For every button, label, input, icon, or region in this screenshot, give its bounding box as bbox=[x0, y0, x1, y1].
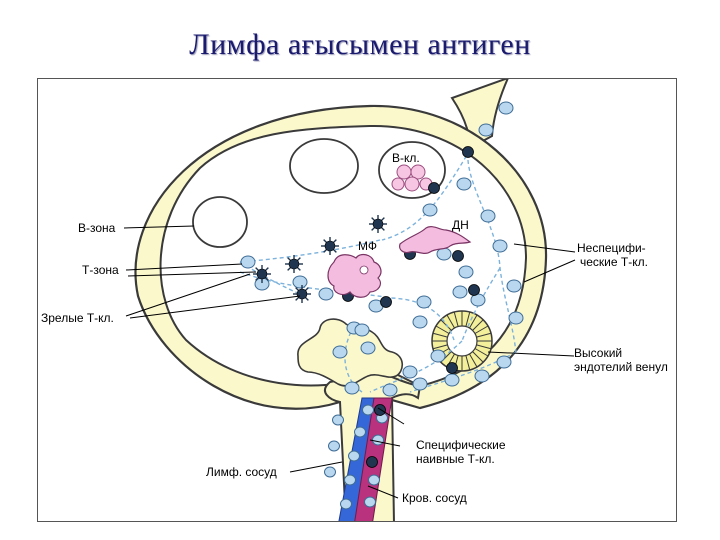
label-specific-t-line1: Специфические bbox=[416, 438, 506, 452]
lymphocyte bbox=[240, 255, 256, 269]
lymphocyte bbox=[402, 365, 418, 379]
mature-t-cell bbox=[369, 215, 387, 233]
hev-cell-divider bbox=[469, 353, 478, 368]
hev-cell-divider bbox=[446, 314, 455, 329]
label-pointer-lines bbox=[123, 225, 576, 499]
medullary-cord bbox=[297, 318, 404, 387]
specific-t-cell bbox=[468, 284, 480, 296]
afferent-lymph-vessel bbox=[450, 79, 509, 150]
vessel-lymphocyte bbox=[362, 404, 374, 416]
label-macrophage: МФ bbox=[358, 239, 377, 253]
label-specific-t-line2: наивные Т-кл. bbox=[416, 452, 495, 466]
hev-cell-divider bbox=[432, 332, 448, 338]
mature-t-cell bbox=[293, 285, 311, 303]
label-b-cells: В-кл. bbox=[392, 151, 420, 165]
hev-cell-divider bbox=[476, 344, 492, 350]
specific-t-cell bbox=[452, 250, 464, 262]
mature-t-cells bbox=[253, 215, 387, 303]
hev-cell-divider bbox=[435, 325, 450, 334]
follicle-top-left bbox=[289, 138, 359, 194]
label-hev-line2: эндотелий венул bbox=[574, 360, 668, 374]
label-dendritic: ДН bbox=[452, 218, 469, 232]
lymphocyte bbox=[360, 341, 376, 355]
specific-t-cell bbox=[380, 296, 392, 308]
slide-title: Лимфа ағысымен антиген bbox=[189, 28, 531, 61]
lymphocyte bbox=[292, 275, 308, 289]
hev-cell-divider bbox=[474, 325, 489, 334]
specific-t-cell bbox=[462, 146, 474, 158]
hev-cell-divider bbox=[469, 314, 478, 329]
lymphocyte bbox=[492, 239, 508, 253]
vessel-lymphocyte bbox=[364, 496, 376, 508]
hev-cell-divider bbox=[476, 332, 492, 338]
vessel-lymphocyte bbox=[368, 474, 380, 486]
lymphocyte bbox=[344, 381, 360, 395]
lymphocyte bbox=[474, 369, 490, 383]
label-mature-t: Зрелые Т-кл. bbox=[41, 311, 114, 325]
hev-cell-divider bbox=[472, 319, 484, 331]
vessel-lymphocyte bbox=[332, 414, 344, 426]
lymphocyte bbox=[506, 279, 522, 293]
lymphocyte bbox=[458, 265, 474, 279]
mature-t-cell bbox=[321, 237, 339, 255]
lymphocyte bbox=[430, 349, 446, 363]
lymphocyte bbox=[318, 287, 334, 301]
vessel-lymphocyte bbox=[348, 450, 360, 462]
vessel-lymphocyte bbox=[340, 498, 352, 510]
lymphocyte bbox=[412, 377, 428, 391]
mature-t-cell bbox=[253, 265, 271, 283]
lymphocytes bbox=[240, 101, 524, 397]
lymphocyte bbox=[480, 209, 496, 223]
lymphocyte bbox=[444, 373, 460, 387]
follicle-left bbox=[192, 196, 248, 248]
hev-cell-divider bbox=[432, 344, 448, 350]
lymphocyte bbox=[382, 383, 398, 397]
vessel-lymphocyte bbox=[354, 426, 366, 438]
label-nonspecific-t-line1: Неспецифи- bbox=[577, 241, 646, 255]
macrophage bbox=[327, 253, 382, 298]
label-b-zone: В-зона bbox=[78, 221, 116, 235]
hev-cell-divider bbox=[453, 311, 459, 327]
lymphocyte bbox=[332, 345, 348, 359]
lymph-node-drawing bbox=[134, 79, 548, 521]
vessel-lymphocytes bbox=[324, 404, 388, 510]
lymphocyte bbox=[422, 203, 438, 217]
specific-t-cell bbox=[374, 404, 386, 416]
mature-t-cell bbox=[285, 255, 303, 273]
label-t-zone: Т-зона bbox=[82, 263, 119, 277]
hev-cell-divider bbox=[465, 355, 471, 371]
lymphocyte bbox=[508, 311, 524, 325]
b-cell-activated bbox=[428, 182, 440, 194]
lymphocyte bbox=[416, 295, 432, 309]
label-nonspecific-t-line2: ческие Т-кл. bbox=[580, 255, 648, 269]
label-blood-vessel: Кров. сосуд bbox=[402, 491, 467, 505]
diagram-frame bbox=[37, 78, 677, 522]
vessel-lymphocyte bbox=[328, 440, 340, 452]
hev-cell-divider bbox=[465, 311, 471, 327]
label-lymph-vessel: Лимф. сосуд bbox=[206, 465, 277, 479]
lymphocyte bbox=[354, 323, 370, 337]
hev-cell-divider bbox=[474, 348, 489, 357]
lymphocyte bbox=[498, 101, 514, 115]
lymphocyte bbox=[478, 123, 494, 137]
vessel-lymphocyte bbox=[372, 434, 384, 446]
hev-cell-divider bbox=[472, 351, 484, 363]
label-hev-line1: Высокий bbox=[574, 346, 622, 360]
lymphocyte bbox=[456, 177, 472, 191]
macrophage-inner-cell bbox=[359, 265, 369, 275]
vessel-lymphocyte bbox=[344, 474, 356, 486]
dendritic-cell bbox=[399, 226, 472, 255]
specific-t-cell bbox=[446, 362, 458, 374]
vessel-lymphocyte bbox=[324, 466, 336, 478]
specific-t-cell bbox=[366, 456, 378, 468]
lymphocyte bbox=[412, 315, 428, 329]
lymphocyte bbox=[496, 355, 512, 369]
lymphocyte bbox=[452, 285, 468, 299]
